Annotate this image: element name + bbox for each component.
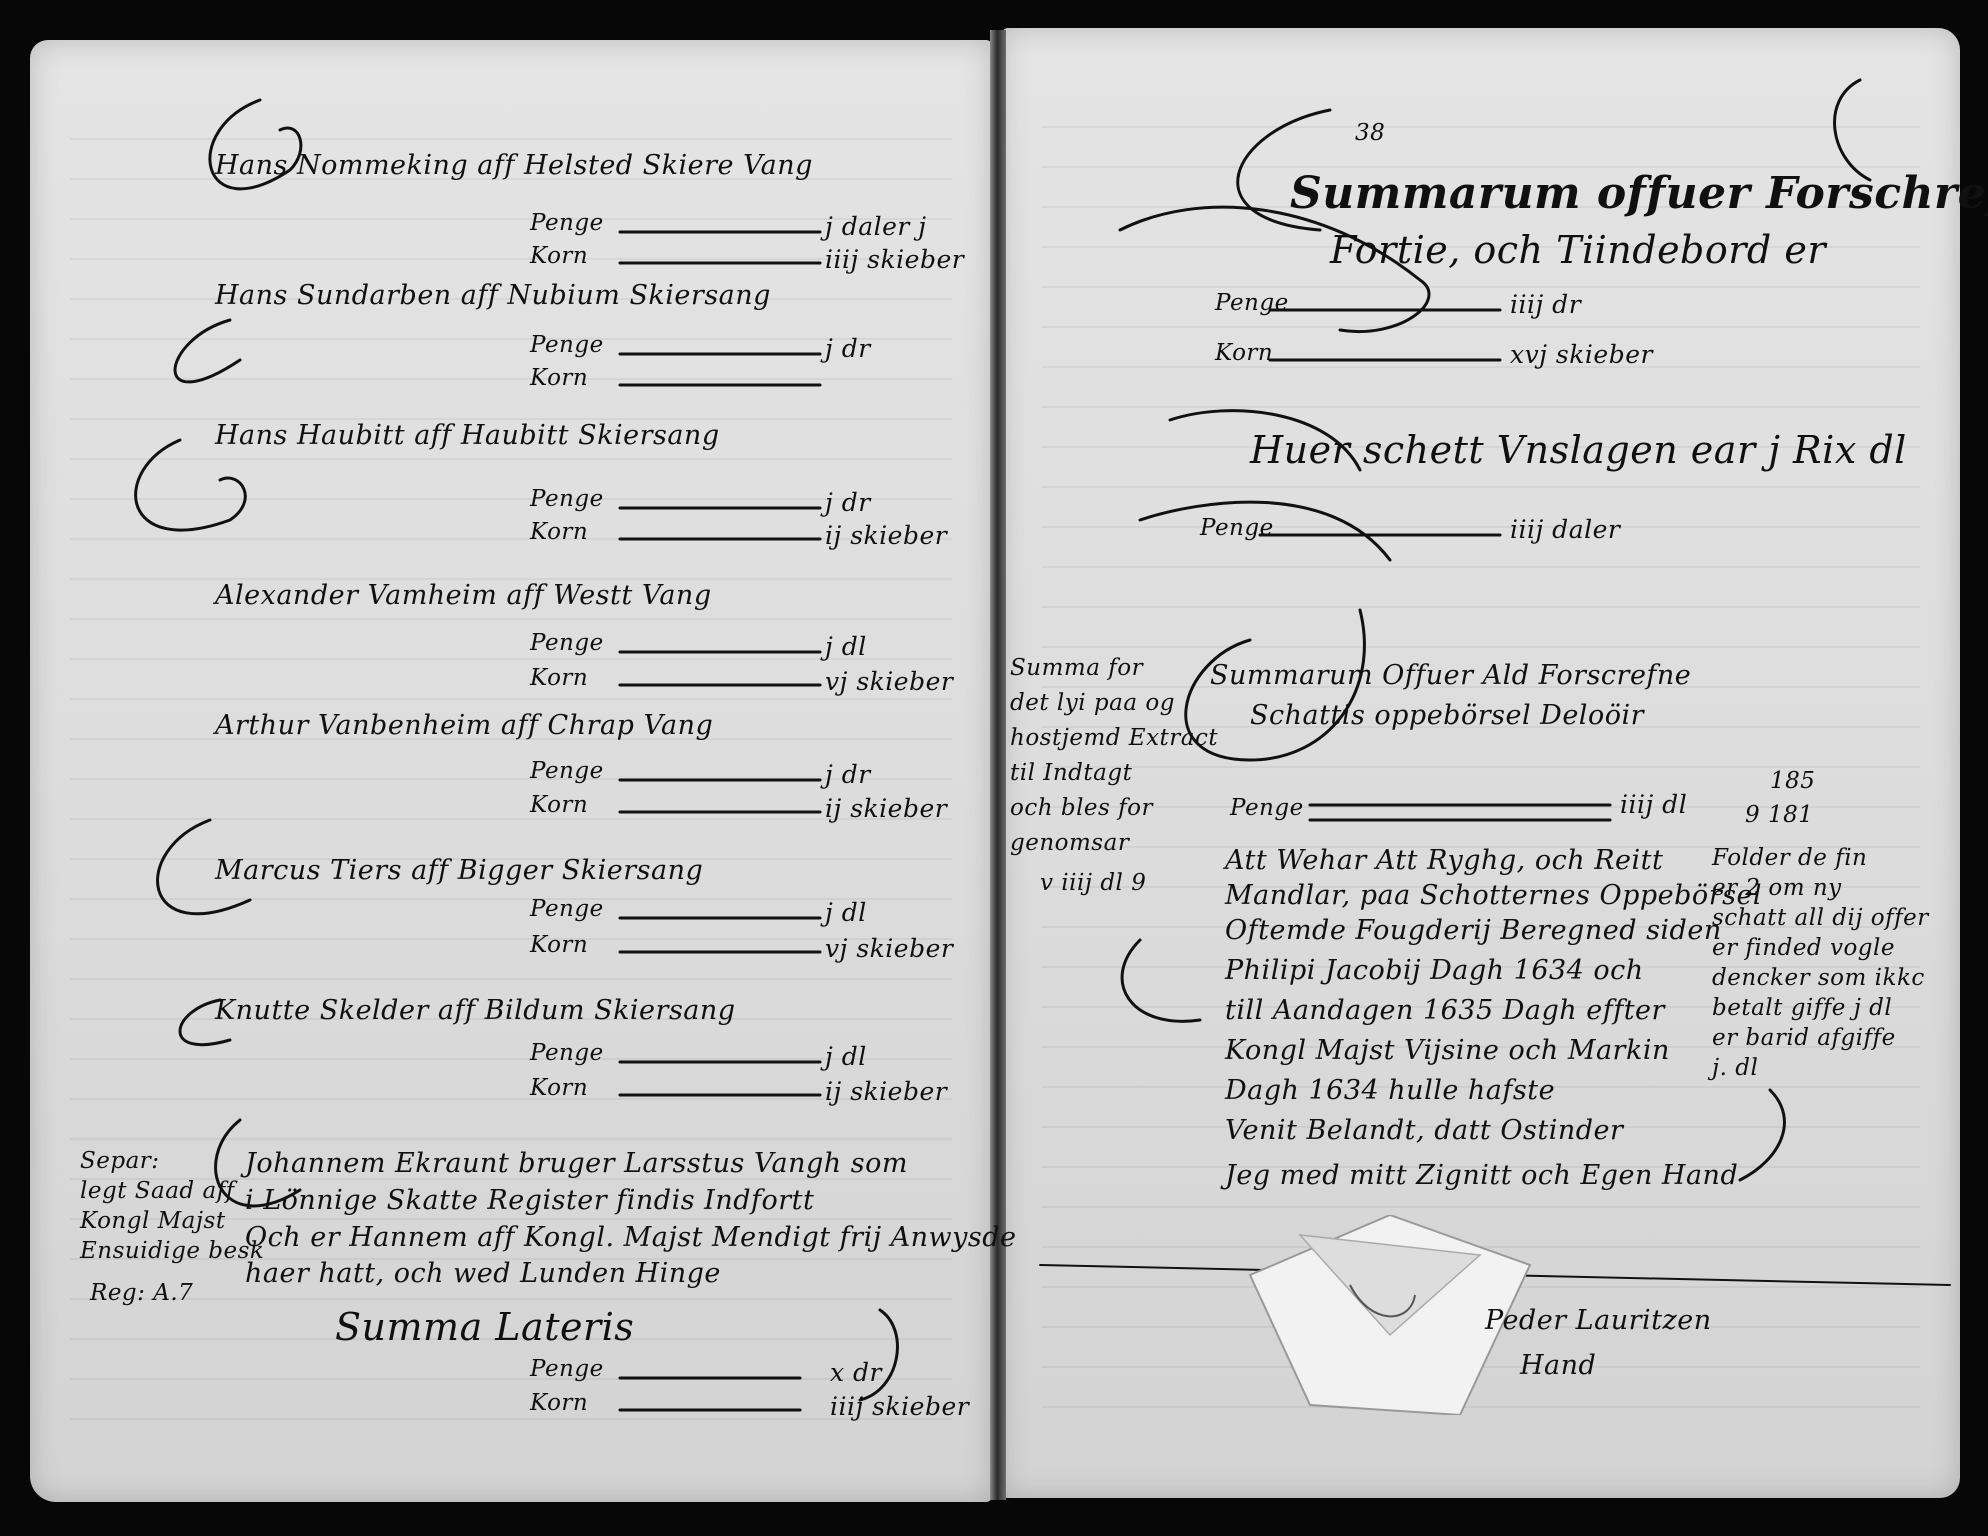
penge-label: Penge: [530, 332, 604, 358]
note-line: Johannem Ekraunt bruger Larsstus Vangh s…: [245, 1148, 908, 1179]
penge-value: j dr: [825, 760, 871, 789]
korn-label: Korn: [530, 932, 589, 958]
margin-note-line: legt Saad aff: [80, 1178, 235, 1204]
korn-value: vj skieber: [825, 934, 954, 963]
korn-value: iiij skieber: [825, 245, 965, 274]
penge-value: j dl: [825, 1042, 867, 1071]
penge-label: Penge: [530, 1040, 604, 1066]
margin-note-line: til Indtagt: [1010, 760, 1133, 786]
margin-note-line: och bles for: [1010, 795, 1154, 821]
korn-label: Korn: [530, 792, 589, 818]
penge-value: j dl: [825, 632, 867, 661]
penge-label: Penge: [530, 630, 604, 656]
korn-value: ij skieber: [825, 1077, 948, 1106]
penge-value: j dl: [825, 898, 867, 927]
penge-value: j dr: [825, 488, 871, 517]
page-number: 38: [1355, 120, 1386, 146]
entry-name: Knutte Skelder aff Bildum Skiersang: [215, 995, 736, 1026]
summa-lateris: Summa Lateris: [335, 1305, 635, 1349]
korn-label: Korn: [530, 519, 589, 545]
entry-name: Hans Haubitt aff Haubitt Skiersang: [215, 420, 720, 451]
body-line: Dagh 1634 hulle hafste: [1225, 1075, 1556, 1106]
korn-label: Korn: [530, 365, 589, 391]
penge-label: Penge: [530, 486, 604, 512]
right-page: [1002, 28, 1960, 1498]
sum-penge: iiij dr: [1510, 290, 1582, 319]
entry-name: Alexander Vamheim aff Westt Vang: [215, 580, 712, 611]
margin-note-line: betalt giffe j dl: [1712, 995, 1893, 1021]
body-line: Venit Belandt, datt Ostinder: [1225, 1115, 1624, 1146]
margin-note-line: schatt all dij offer: [1712, 905, 1929, 931]
body-line: Att Wehar Att Ryghg, och Reitt: [1225, 845, 1664, 876]
entry-name: Hans Sundarben aff Nubium Skiersang: [215, 280, 771, 311]
penge-label: Penge: [530, 896, 604, 922]
margin-note-line: det lyi paa og: [1010, 690, 1175, 716]
signature-line: Hand: [1520, 1350, 1597, 1381]
entry-name: Hans Nommeking aff Helsted Skiere Vang: [215, 150, 813, 181]
total-value: iiij dl: [1620, 790, 1688, 819]
book-fold: [990, 30, 1006, 1500]
page-ruling: [1042, 88, 1920, 1438]
penge-label: Penge: [1200, 515, 1274, 541]
heading2-line: Summarum Offuer Ald Forscrefne: [1210, 660, 1692, 691]
margin-note-line: er 2 om ny: [1712, 875, 1842, 901]
margin-note-line: Kongl Majst: [80, 1208, 226, 1234]
penge-value: j dr: [825, 334, 871, 363]
note-line: i Lönnige Skatte Register findis Indfort…: [245, 1185, 815, 1216]
sum-penge: iiij daler: [1510, 515, 1621, 544]
margin-note-line: 185: [1770, 768, 1816, 794]
body-line: Philipi Jacobij Dagh 1634 och: [1225, 955, 1644, 986]
korn-value: ij skieber: [825, 521, 948, 550]
heading2-line: Schattis oppebörsel Deloöir: [1250, 700, 1644, 731]
body-line: Kongl Majst Vijsine och Markin: [1225, 1035, 1670, 1066]
heading-line: Summarum offuer Forschrefne: [1290, 168, 1988, 219]
margin-note-line: Separ:: [80, 1148, 160, 1174]
note-line: haer hatt, och wed Lunden Hinge: [245, 1258, 721, 1289]
penge-label: Penge: [530, 758, 604, 784]
margin-note-line: er barid afgiffe: [1712, 1025, 1896, 1051]
korn-value: ij skieber: [825, 794, 948, 823]
margin-note-line: 9 181: [1745, 802, 1814, 828]
penge-label: Penge: [530, 210, 604, 236]
margin-note-line: Folder de fin: [1712, 845, 1868, 871]
margin-note-line: er finded vogle: [1712, 935, 1895, 961]
exchange-line: Huer schett Vnslagen ear j Rix dl: [1250, 428, 1907, 472]
korn-label: Korn: [530, 665, 589, 691]
korn-label: Korn: [530, 1390, 589, 1416]
summa-penge: x dr: [830, 1358, 882, 1387]
body-line: Oftemde Fougderij Beregned siden: [1225, 915, 1722, 946]
margin-note-line: j. dl: [1712, 1055, 1759, 1081]
margin-note-line: Ensuidige besk: [80, 1238, 265, 1264]
margin-note-line: v iiij dl 9: [1040, 870, 1147, 896]
margin-note-line: genomsar: [1010, 830, 1130, 856]
penge-label: Penge: [530, 1356, 604, 1382]
body-line: Jeg med mitt Zignitt och Egen Hand: [1225, 1160, 1739, 1191]
penge-label: Penge: [1230, 795, 1304, 821]
penge-value: j daler j: [825, 212, 927, 241]
heading-line: Fortie, och Tiindebord er: [1330, 228, 1826, 272]
korn-label: Korn: [530, 1075, 589, 1101]
sum-korn: xvj skieber: [1510, 340, 1653, 369]
margin-note-line: dencker som ikkc: [1712, 965, 1925, 991]
korn-label: Korn: [530, 243, 589, 269]
margin-note-line: Reg: A.7: [90, 1280, 194, 1306]
summa-korn: iiij skieber: [830, 1392, 970, 1421]
margin-note-line: hostjemd Extract: [1010, 725, 1219, 751]
penge-label: Penge: [1215, 290, 1289, 316]
body-line: Mandlar, paa Schotternes Oppebörsel: [1225, 880, 1763, 911]
entry-name: Arthur Vanbenheim aff Chrap Vang: [215, 710, 714, 741]
entry-name: Marcus Tiers aff Bigger Skiersang: [215, 855, 704, 886]
body-line: till Aandagen 1635 Dagh effter: [1225, 995, 1665, 1026]
margin-note-line: Summa for: [1010, 655, 1144, 681]
seal-envelope-icon: [1248, 1215, 1532, 1415]
korn-value: vj skieber: [825, 667, 954, 696]
note-line: Och er Hannem aff Kongl. Majst Mendigt f…: [245, 1222, 1017, 1253]
signature-line: Peder Lauritzen: [1485, 1305, 1712, 1336]
korn-label: Korn: [1215, 340, 1274, 366]
